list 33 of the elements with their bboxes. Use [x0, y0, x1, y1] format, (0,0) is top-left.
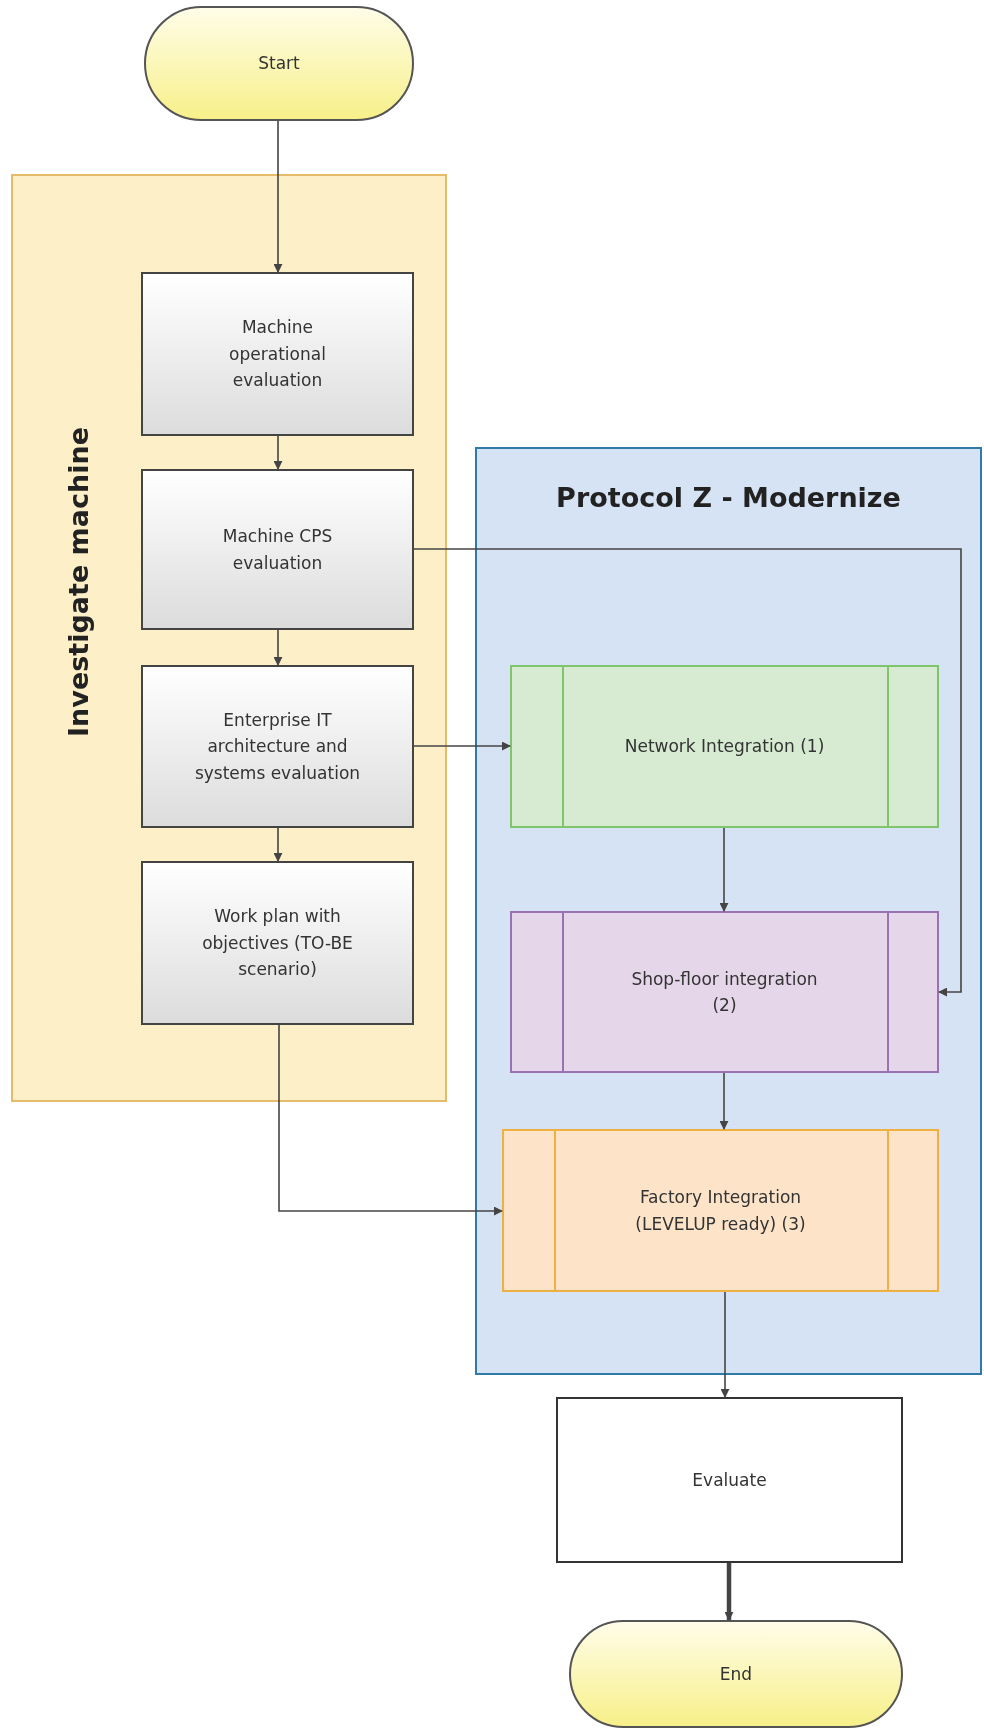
subprocess-box — [510, 911, 939, 1073]
node-label: Start — [257, 52, 301, 76]
arrow — [278, 1024, 503, 1216]
group-panel — [475, 447, 982, 1375]
arrow — [273, 629, 283, 666]
node-label: Machine CPS evaluation — [221, 525, 334, 575]
subprocess-box — [502, 1129, 939, 1292]
arrow — [724, 1563, 734, 1621]
arrow — [273, 120, 283, 273]
arrow — [719, 1072, 729, 1130]
node-label: Factory Integration (LEVELUP ready) (3) — [634, 1186, 807, 1236]
node-label: Evaluate — [691, 1468, 768, 1492]
arrow — [413, 548, 962, 997]
group-title: Protocol Z - Modernize — [555, 481, 902, 515]
arrow — [719, 827, 729, 912]
swimlane-band — [11, 174, 447, 1102]
arrow — [720, 1291, 730, 1398]
node-label: Work plan with objectives (TO-BE scenario) — [201, 905, 354, 982]
process-box — [141, 272, 414, 436]
node-label: Enterprise IT architecture and systems evaluation — [193, 709, 362, 785]
arrow — [273, 827, 283, 862]
node-label: Shop-floor integration (2) — [630, 967, 819, 1017]
node-label: End — [718, 1662, 754, 1686]
subprocess-box — [510, 665, 939, 828]
node-label: Machine operational evaluation — [228, 316, 327, 393]
process-box — [141, 469, 414, 630]
process-box — [141, 861, 414, 1025]
arrow — [273, 435, 283, 470]
process-box — [556, 1397, 903, 1563]
node-label: Network Integration (1) — [623, 735, 826, 759]
process-box — [141, 665, 414, 828]
group-title: Investigate machine — [62, 427, 96, 737]
arrow — [413, 741, 511, 751]
